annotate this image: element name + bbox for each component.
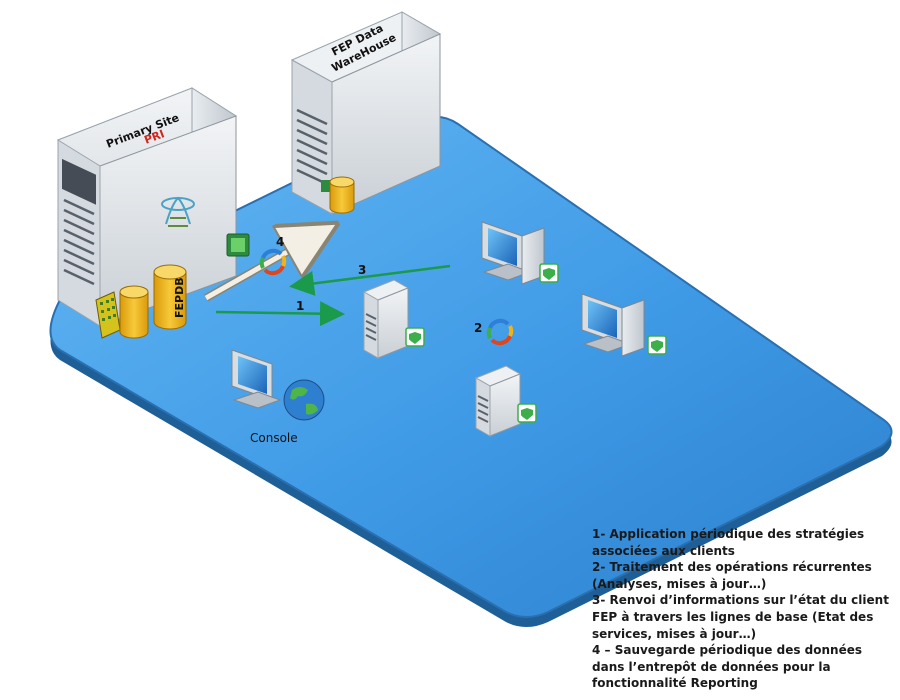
fepdb-database-icon: FEPDB — [119, 264, 187, 339]
flow-number-4: 4 — [276, 235, 284, 249]
server-grille — [63, 198, 95, 286]
workstation-1 — [481, 221, 559, 285]
warehouse-server: FEP Data WareHouse — [290, 11, 442, 215]
primary-site-server: Primary Site PRI — [56, 87, 250, 327]
legend-item-3: 3- Renvoi d’informations sur l’état du c… — [592, 593, 889, 641]
flow-4-sync-icon — [259, 248, 287, 276]
network-platform — [49, 115, 893, 628]
warehouse-database-icon — [321, 176, 355, 214]
globe-icon — [283, 379, 325, 421]
console-workstation: Console — [231, 349, 325, 445]
pri-shield-icon — [226, 233, 250, 257]
workstation-2 — [581, 293, 667, 357]
flow-number-1: 1 — [296, 299, 304, 313]
legend-item-4: 4 – Sauvegarde périodique des données da… — [592, 643, 863, 691]
flow-number-3: 3 — [358, 263, 366, 277]
flow-2-sync-icon — [486, 318, 514, 346]
flow-1-arrow — [215, 301, 345, 327]
client-server-2 — [474, 365, 537, 437]
building-icon — [95, 291, 121, 339]
console-label: Console — [250, 431, 298, 445]
flow-4-arrow — [204, 230, 326, 302]
legend-item-1: 1- Application périodique des stratégies… — [592, 527, 865, 558]
flow-number-2: 2 — [474, 321, 482, 335]
sharepoint-logo-icon — [161, 196, 195, 227]
legend-list: 1- Application périodique des stratégies… — [592, 526, 892, 692]
client-server-1 — [362, 279, 425, 359]
legend-item-2: 2- Traitement des opérations récurrentes… — [592, 560, 872, 591]
fepdb-label: FEPDB — [173, 277, 186, 318]
flow-3-arrow — [289, 264, 451, 296]
